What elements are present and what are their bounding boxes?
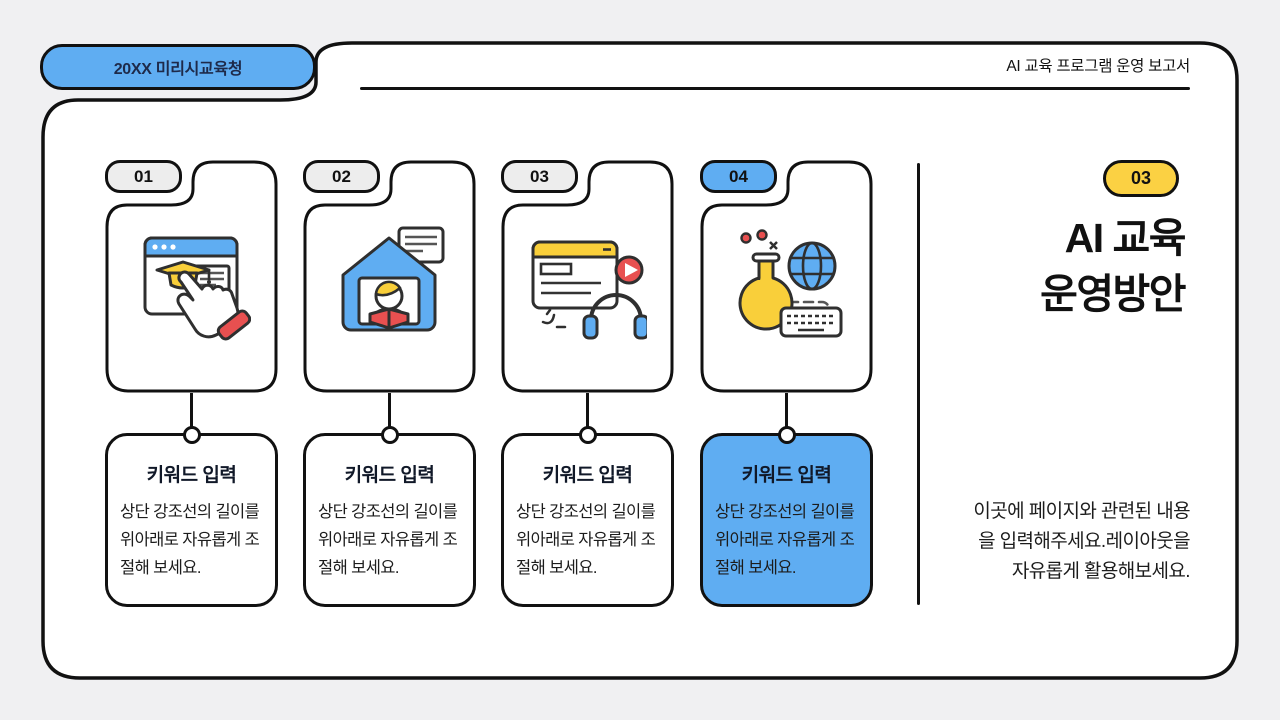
step-body: 상단 강조선의 길이를 위아래로 자유롭게 조절해 보세요. [120, 503, 260, 577]
connector-dot [381, 426, 399, 444]
step-column-4: 04 키워드 입력 상단 강조선의 길이를 위아래로 자유롭게 조절해 보세요. [700, 160, 873, 612]
step-text-card: 키워드 입력 상단 강조선의 길이를 위아래로 자유롭게 조절해 보세요. [105, 433, 278, 607]
connector-line [388, 393, 391, 427]
home-study-icon [341, 226, 445, 332]
section-description-line1: 이곳에 페이지와 관련된 내용 [973, 501, 1190, 522]
org-badge-label: 20XX 미리시교육청 [113, 61, 243, 78]
connector-line [586, 393, 589, 427]
section-title-line1: AI 교육 [1064, 215, 1187, 261]
online-course-click-icon [143, 236, 251, 341]
connector-line [190, 393, 193, 427]
step-number-tab: 03 [501, 160, 578, 193]
step-text-card: 키워드 입력 상단 강조선의 길이를 위아래로 자유롭게 조절해 보세요. [700, 433, 873, 607]
step-number: 02 [332, 166, 351, 186]
step-number-tab: 02 [303, 160, 380, 193]
media-lesson-icon [531, 240, 647, 340]
org-badge: 20XX 미리시교육청 [40, 44, 316, 90]
step-number: 04 [729, 166, 748, 186]
step-column-1: 01 키워드 입력 상단 강조선의 길이를 위아래로 자유롭게 조절해 보세요. [105, 160, 278, 612]
connector-dot [183, 426, 201, 444]
connector-dot [579, 426, 597, 444]
step-body: 상단 강조선의 길이를 위아래로 자유롭게 조절해 보세요. [318, 503, 458, 577]
step-text-card: 키워드 입력 상단 강조선의 길이를 위아래로 자유롭게 조절해 보세요. [501, 433, 674, 607]
section-number: 03 [1130, 168, 1152, 188]
section-title-line2: 운영방안 [1040, 271, 1186, 317]
step-title: 키워드 입력 [344, 465, 435, 486]
section-description: 이곳에 페이지와 관련된 내용 을 입력해주세요.레이아웃을 자유롭게 활용해보… [973, 497, 1190, 587]
section-description-line3: 자유롭게 활용해보세요. [1011, 561, 1191, 582]
step-column-2: 02 키워드 입력 상단 강조선의 길이를 위아래로 자유롭게 조절해 보세요. [303, 160, 476, 612]
section-description-line2: 을 입력해주세요.레이아웃을 [978, 531, 1191, 552]
ai-science-icon [738, 229, 843, 338]
step-body: 상단 강조선의 길이를 위아래로 자유롭게 조절해 보세요. [715, 503, 855, 577]
step-number-tab: 04 [700, 160, 777, 193]
step-title: 키워드 입력 [741, 465, 832, 486]
step-title: 키워드 입력 [146, 465, 237, 486]
header-underline [360, 87, 1190, 90]
section-number-badge: 03 [1103, 160, 1179, 197]
step-body: 상단 강조선의 길이를 위아래로 자유롭게 조절해 보세요. [516, 503, 656, 577]
connector-line [785, 393, 788, 427]
step-number: 03 [530, 166, 549, 186]
step-number: 01 [134, 166, 153, 186]
step-text-card: 키워드 입력 상단 강조선의 길이를 위아래로 자유롭게 조절해 보세요. [303, 433, 476, 607]
vertical-divider [917, 163, 920, 605]
report-title: AI 교육 프로그램 운영 보고서 [1006, 58, 1190, 75]
step-column-3: 03 키워드 입력 상단 강조선의 길이를 위아래로 자유롭게 조절해 보세요. [501, 160, 674, 612]
connector-dot [778, 426, 796, 444]
step-number-tab: 01 [105, 160, 182, 193]
step-title: 키워드 입력 [542, 465, 633, 486]
section-title: AI 교육 운영방안 [1040, 210, 1187, 322]
